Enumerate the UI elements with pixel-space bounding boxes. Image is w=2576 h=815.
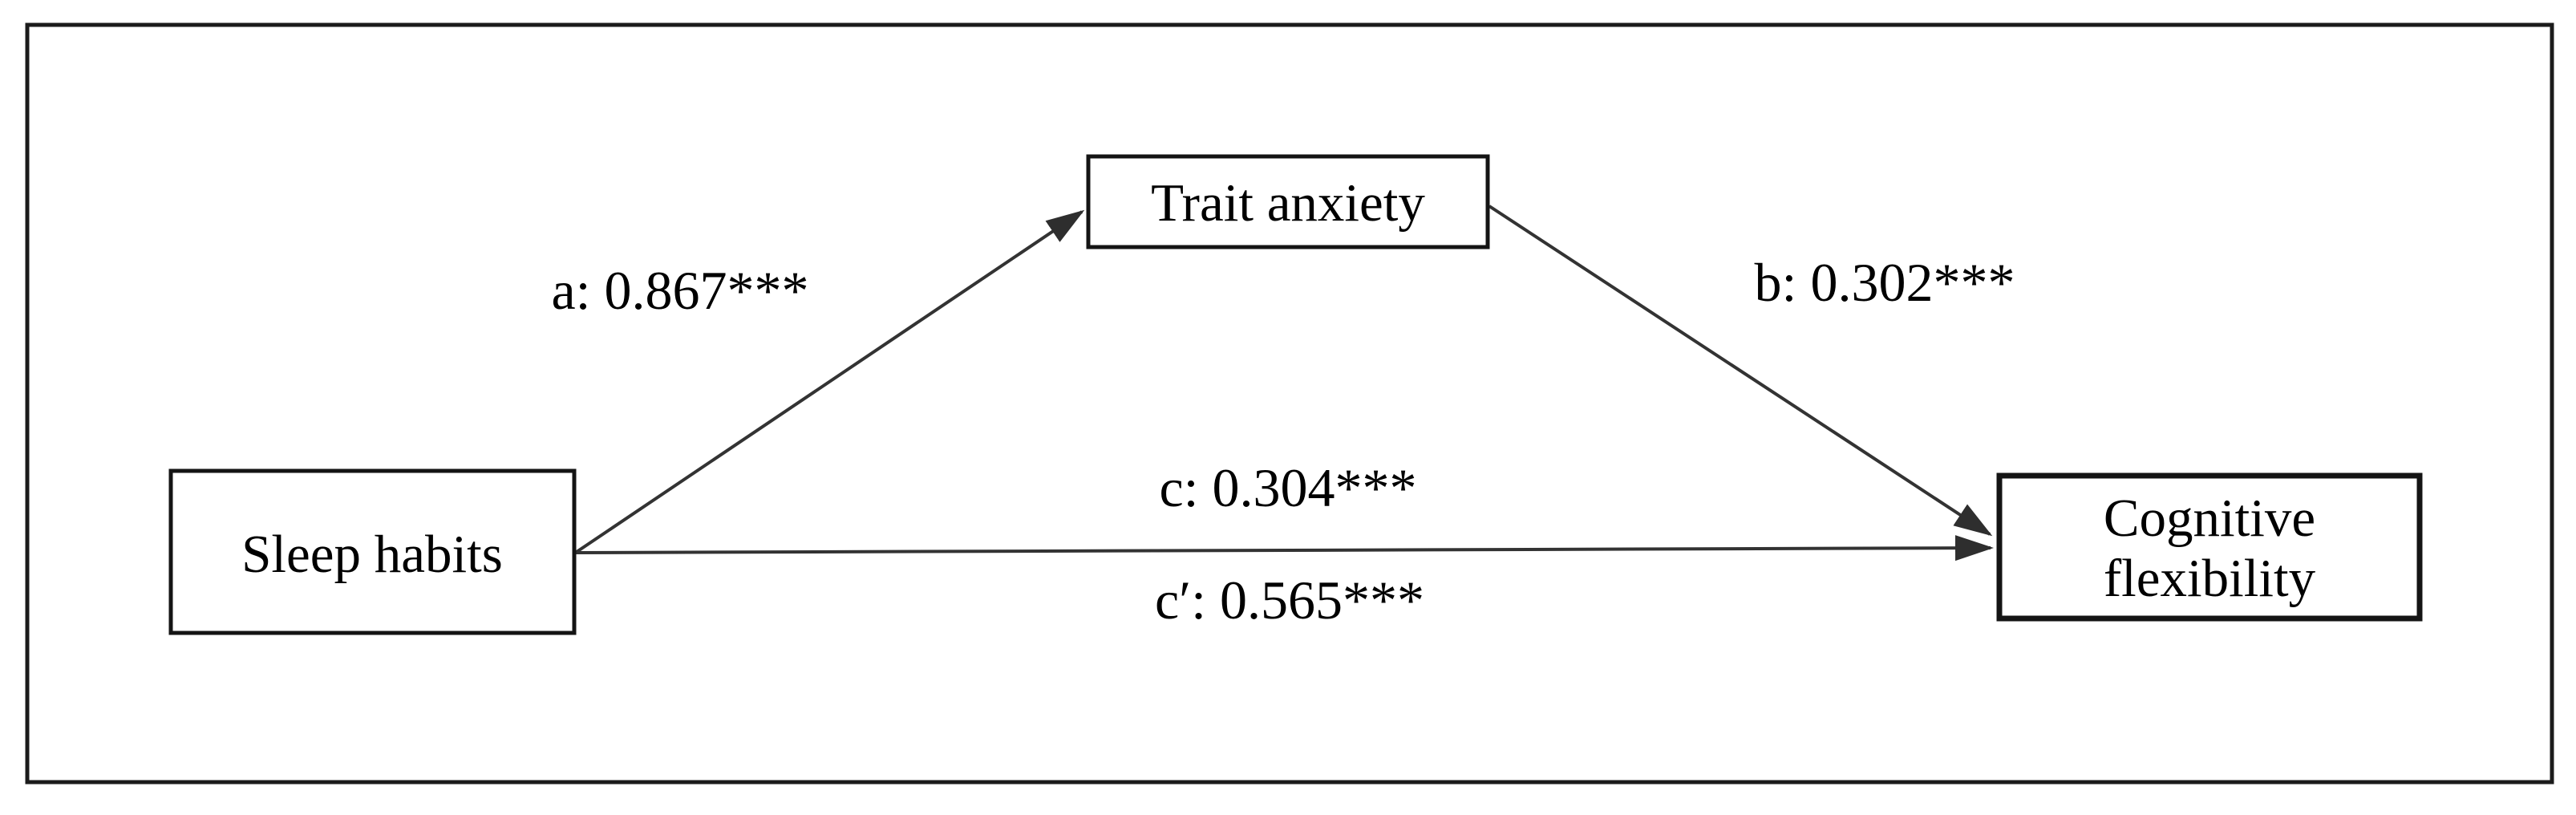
node-predictor-box — [168, 468, 577, 635]
node-predictor: Sleep habits — [168, 468, 577, 635]
path-a-arrow — [573, 209, 1085, 555]
path-b-arrow — [1488, 205, 1993, 537]
node-outcome: Cognitive flexibility — [1996, 472, 2423, 622]
node-mediator-box — [1086, 154, 1490, 249]
path-c-arrow — [573, 535, 1994, 562]
figure-border — [25, 22, 2554, 785]
path-b-label: b: 0.302*** — [1755, 252, 2015, 313]
node-mediator: Trait anxiety — [1086, 154, 1490, 249]
path-c-prime-label: c′: 0.565*** — [1155, 570, 1424, 631]
path-c-label: c: 0.304*** — [1159, 457, 1416, 518]
node-outcome-label-line2: flexibility — [2104, 549, 2316, 608]
node-predictor-label: Sleep habits — [241, 525, 503, 584]
path-a-label: a: 0.867*** — [551, 260, 808, 321]
node-outcome-label-line1: Cognitive — [2104, 489, 2315, 548]
node-outcome-box — [1996, 472, 2423, 622]
node-mediator-label: Trait anxiety — [1151, 173, 1425, 233]
